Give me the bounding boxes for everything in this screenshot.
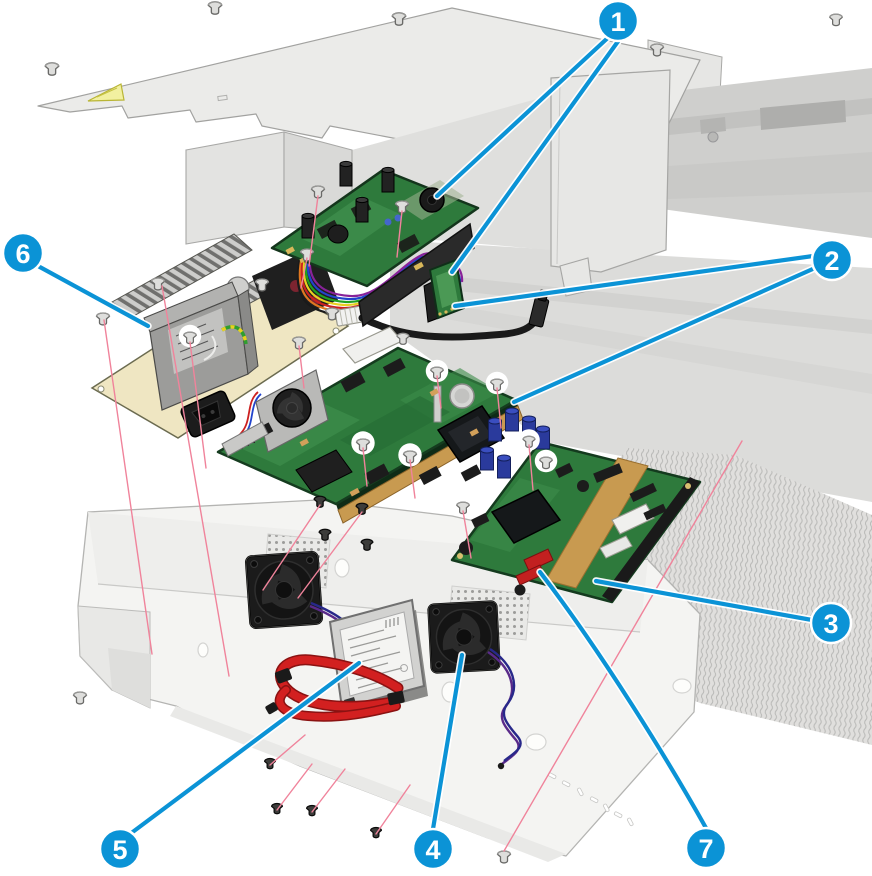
- callout-7: 7: [684, 826, 728, 870]
- callout-6: 6: [1, 231, 45, 275]
- callout-1-number: 1: [610, 7, 625, 37]
- cooling-fan-left: [244, 550, 324, 630]
- engine-pca-gold-stripe: [545, 457, 649, 589]
- callout-7-number: 7: [698, 834, 713, 864]
- main-pca-board: [216, 326, 524, 524]
- callout-leader-lines: [34, 30, 819, 838]
- harness-connector: [334, 305, 366, 327]
- engine-asic-chip: [490, 489, 562, 544]
- callout-2: 2: [810, 238, 854, 282]
- callout-4: 4: [411, 827, 455, 871]
- cpu-heatsink-fan: [255, 369, 329, 453]
- formatter-standoffs: [301, 160, 395, 239]
- callout-1: 1: [596, 0, 640, 43]
- screw-guide-lines: [103, 195, 743, 852]
- callout-5: 5: [98, 827, 142, 871]
- callout-2-number: 2: [824, 246, 839, 276]
- fan-wire: [487, 648, 522, 770]
- ac-inlet: [180, 390, 236, 438]
- engine-pca-board: [450, 407, 702, 604]
- callout-6-number: 6: [15, 239, 30, 269]
- engine-red-connector-1: [523, 548, 554, 572]
- callout-3-number: 3: [823, 609, 838, 639]
- callout-3: 3: [809, 601, 853, 645]
- mezzanine-module-board: [423, 258, 466, 323]
- callout-4-number: 4: [425, 835, 440, 865]
- red-sata-cables: [265, 654, 405, 722]
- callout-5-number: 5: [112, 835, 127, 865]
